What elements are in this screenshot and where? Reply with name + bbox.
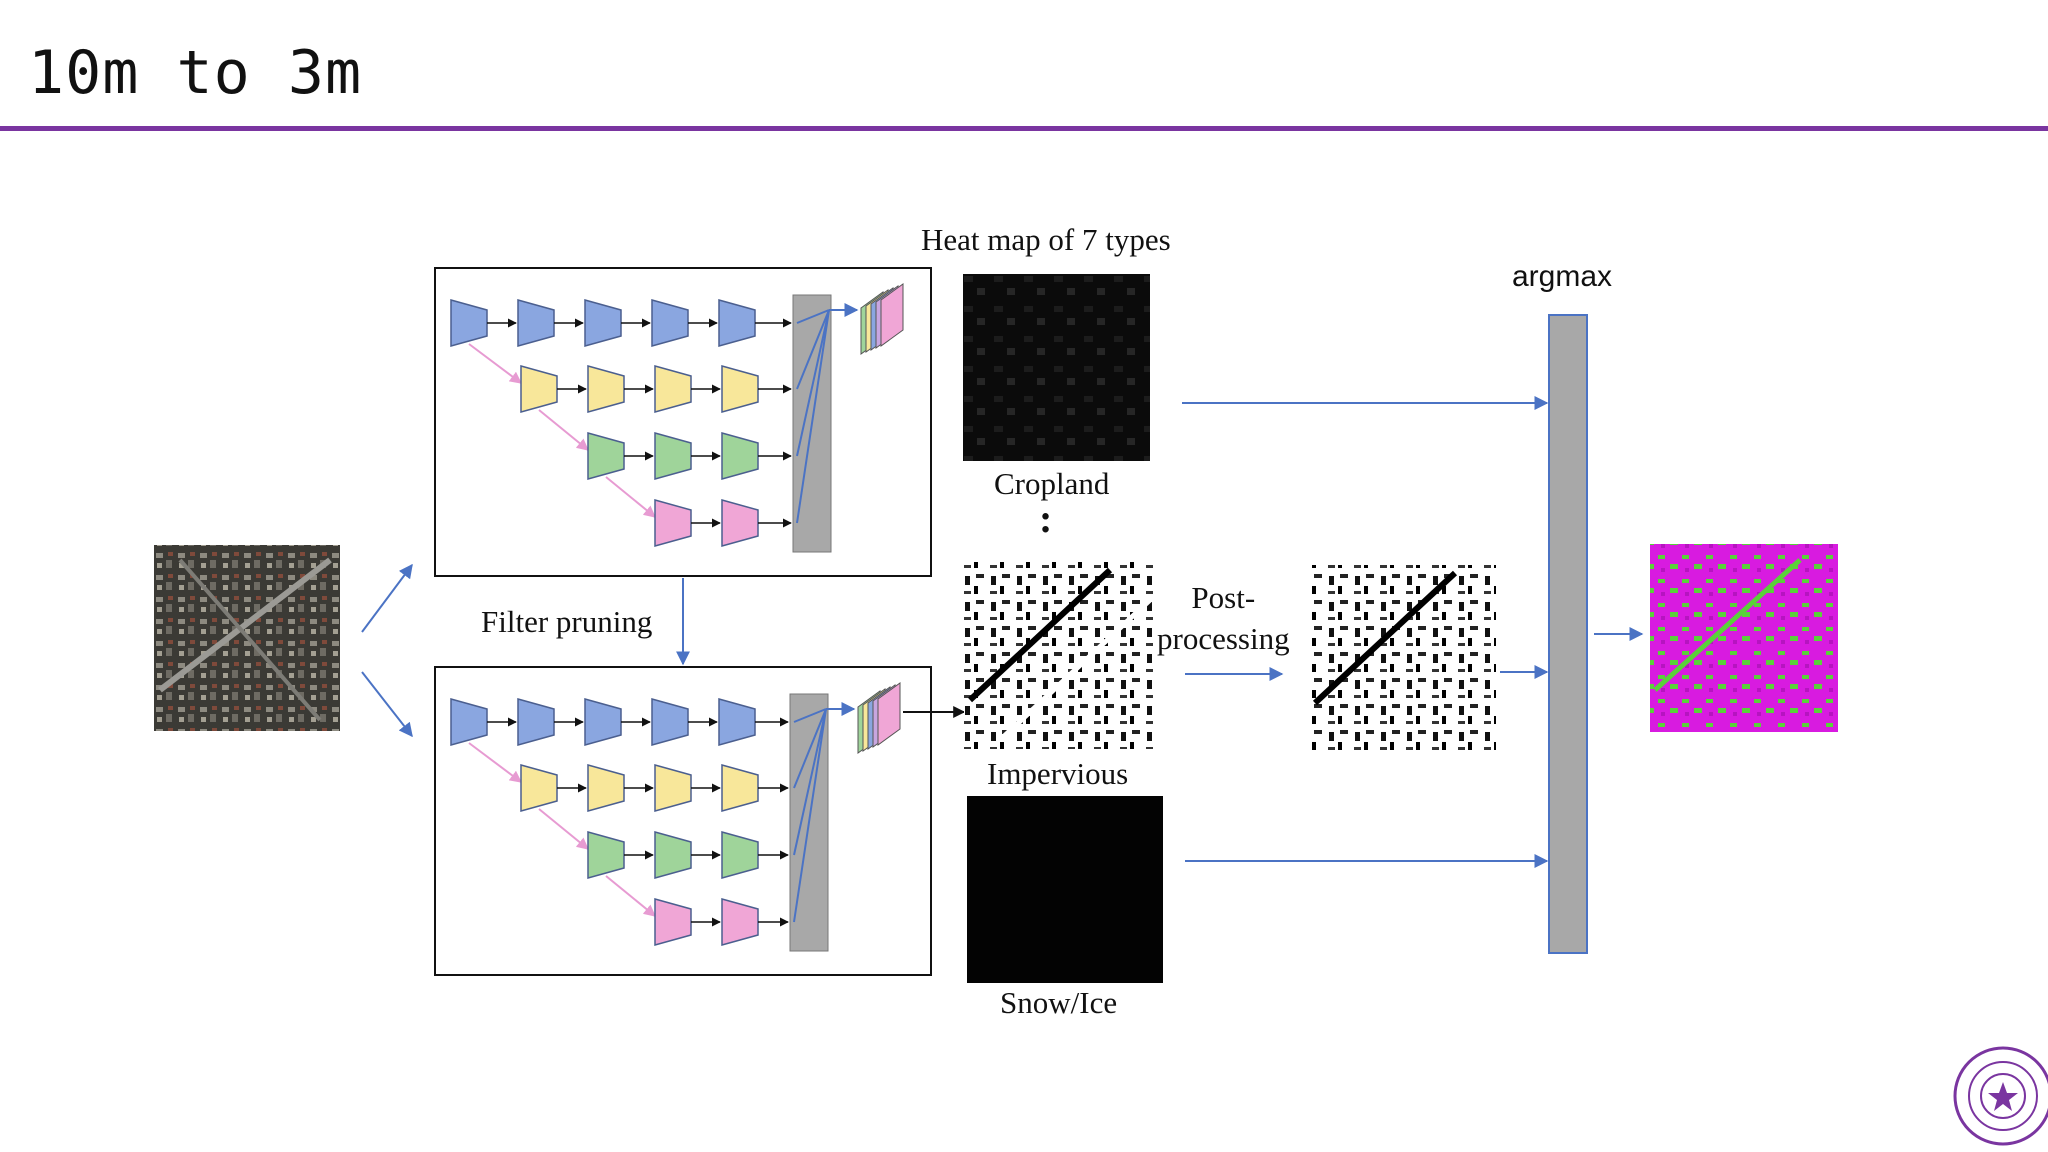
input-to-student-arrow — [361, 671, 413, 738]
snow-ice-label: Snow/Ice — [1000, 985, 1118, 1020]
filter-pruning-label: Filter pruning — [481, 604, 653, 639]
output-feature-map — [877, 682, 901, 746]
snow-ice-heatmap — [967, 796, 1163, 983]
fusion-line — [796, 309, 830, 457]
argmax-bar — [1548, 314, 1588, 954]
conv-block — [517, 299, 555, 347]
post-processed-map — [1309, 565, 1496, 752]
input-to-teacher-arrow — [361, 563, 413, 633]
conv-block — [721, 499, 759, 547]
conv-block — [517, 698, 555, 746]
conv-block — [520, 365, 558, 413]
fusion-line — [793, 708, 827, 789]
skip-arrow — [605, 875, 656, 917]
output-feature-map — [880, 283, 904, 347]
skip-arrow — [538, 409, 589, 451]
cropland-label: Cropland — [994, 466, 1110, 501]
cropland-heatmap — [963, 274, 1150, 461]
fusion-line — [796, 309, 830, 324]
conv-block — [718, 299, 756, 347]
skip-arrow — [468, 742, 522, 783]
fusion-line — [793, 708, 827, 723]
impervious-label: Impervious — [987, 756, 1129, 791]
student-network — [450, 682, 901, 952]
skip-arrow — [538, 808, 589, 850]
conv-block — [450, 299, 488, 347]
ellipsis-dots: : — [1039, 496, 1053, 541]
conv-block — [721, 432, 759, 480]
conv-block — [587, 764, 625, 812]
conv-block — [721, 365, 759, 413]
slide-title: 10m to 3m — [28, 38, 363, 108]
argmax-label: argmax — [1512, 260, 1613, 293]
fusion-line — [796, 309, 830, 524]
conv-block — [721, 764, 759, 812]
teacher-network — [450, 283, 904, 553]
fusion-line — [793, 708, 827, 856]
title-divider — [0, 126, 2048, 131]
conv-block — [718, 698, 756, 746]
conv-block — [654, 764, 692, 812]
conv-block — [520, 764, 558, 812]
post-processing-label: Post- processing — [1157, 580, 1290, 656]
conv-block — [654, 432, 692, 480]
conv-block — [587, 831, 625, 879]
conv-block — [721, 898, 759, 946]
conv-block — [654, 365, 692, 413]
conv-block — [721, 831, 759, 879]
fusion-line — [793, 708, 827, 923]
university-seal-logo — [1953, 1046, 2048, 1146]
conv-block — [450, 698, 488, 746]
conv-block — [587, 365, 625, 413]
conv-block — [651, 698, 689, 746]
result-segmentation-map — [1650, 544, 1838, 732]
skip-arrow — [605, 476, 656, 518]
conv-block — [651, 299, 689, 347]
conv-block — [584, 698, 622, 746]
conv-block — [584, 299, 622, 347]
conv-block — [654, 898, 692, 946]
heat-map-title: Heat map of 7 types — [921, 222, 1171, 257]
conv-block — [654, 831, 692, 879]
impervious-heatmap — [964, 562, 1153, 749]
conv-block — [587, 432, 625, 480]
skip-arrow — [468, 343, 522, 384]
conv-block — [654, 499, 692, 547]
fusion-line — [796, 309, 830, 390]
